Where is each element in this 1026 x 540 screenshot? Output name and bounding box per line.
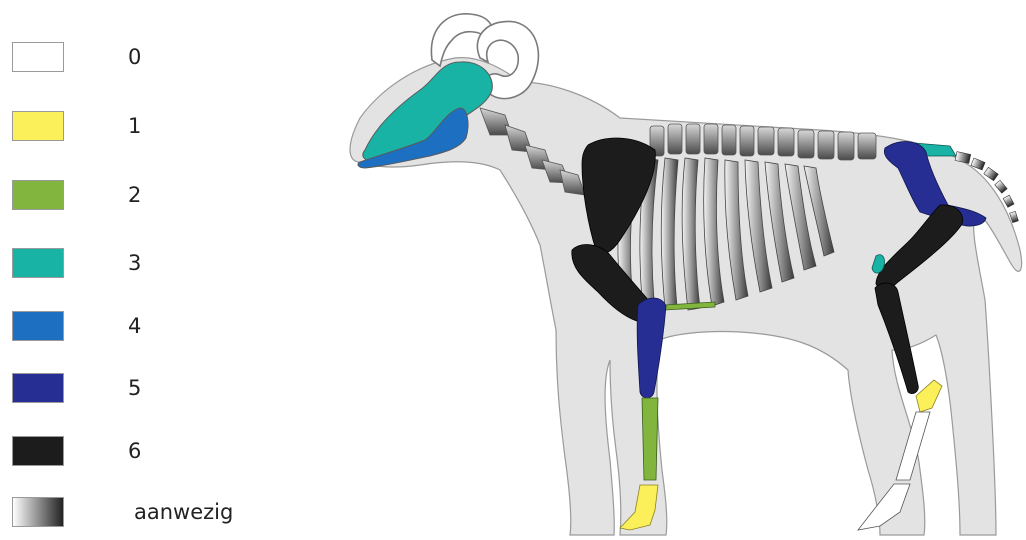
legend-label-3: 3 (128, 250, 141, 276)
legend-label-6: 6 (128, 438, 141, 464)
legend-item-present: aanwezig (12, 497, 302, 527)
legend-swatch-0 (12, 42, 64, 72)
legend-swatch-2 (12, 180, 64, 210)
sheep-skeleton-diagram (320, 0, 1026, 540)
legend-swatch-present (12, 497, 64, 527)
legend-item-3: 3 (12, 248, 302, 278)
front-metacarpal (642, 398, 658, 480)
legend-item-0: 0 (12, 42, 302, 72)
legend-swatch-5 (12, 373, 64, 403)
legend-label-4: 4 (128, 313, 141, 339)
legend-swatch-1 (12, 111, 64, 141)
legend-item-1: 1 (12, 111, 302, 141)
legend-swatch-3 (12, 248, 64, 278)
legend-item-5: 5 (12, 373, 302, 403)
legend-swatch-6 (12, 436, 64, 466)
legend-label-0: 0 (128, 44, 141, 70)
radius-ulna (637, 298, 666, 398)
tarsal (916, 380, 942, 412)
legend: 0 1 2 3 4 5 6 aanwezig (0, 0, 300, 540)
legend-item-2: 2 (12, 180, 302, 210)
legend-label-5: 5 (128, 375, 141, 401)
legend-item-6: 6 (12, 436, 302, 466)
legend-swatch-4 (12, 311, 64, 341)
legend-label-present: aanwezig (134, 499, 233, 525)
legend-label-1: 1 (128, 113, 141, 139)
legend-item-4: 4 (12, 311, 302, 341)
legend-label-2: 2 (128, 182, 141, 208)
